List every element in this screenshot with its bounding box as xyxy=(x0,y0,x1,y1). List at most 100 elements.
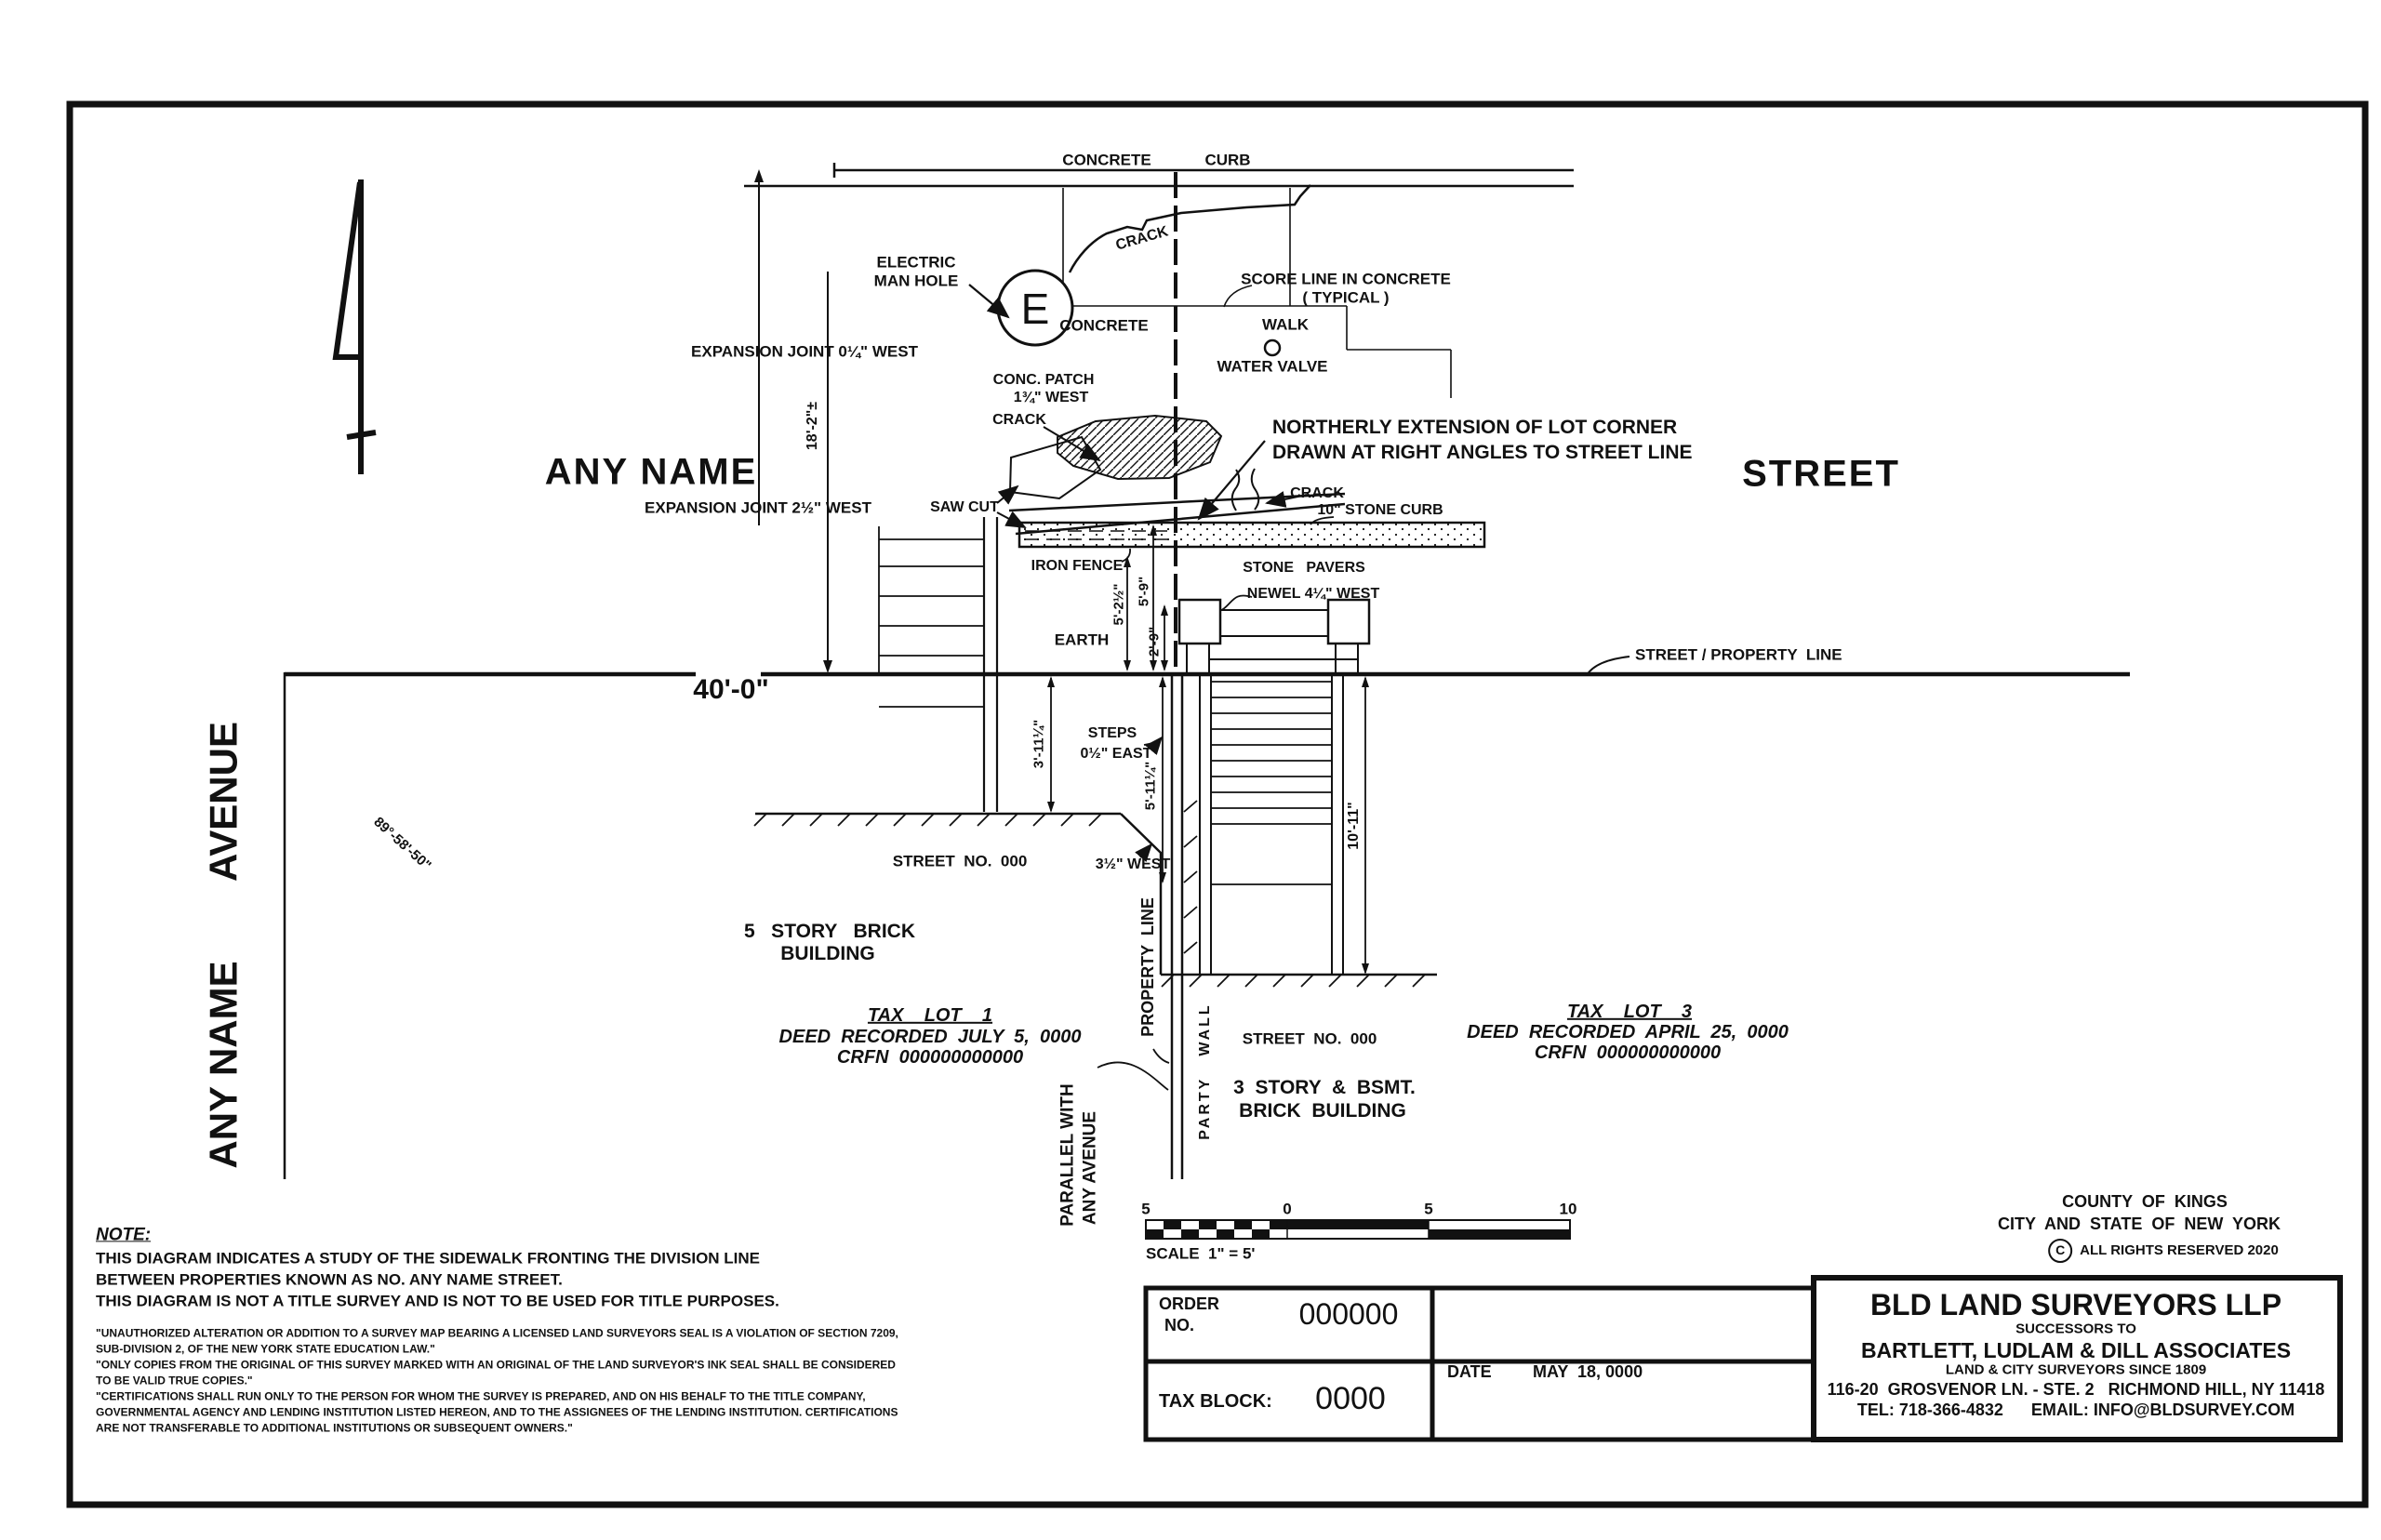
party-wall-label: PARTY WALL xyxy=(1197,1002,1214,1140)
newel-posts xyxy=(1177,598,1371,672)
dim-5-9-label: 5'-9" xyxy=(1136,576,1152,607)
score-line-label-1: SCORE LINE IN CONCRETE xyxy=(1241,270,1451,288)
company-since: LAND & CITY SURVEYORS SINCE 1809 xyxy=(1945,1361,2207,1378)
northerly-label-2: DRAWN AT RIGHT ANGLES TO STREET LINE xyxy=(1272,442,1693,464)
bldg3-label-1: 3 STORY & BSMT. xyxy=(1233,1077,1416,1099)
concrete-top-label: CONCRETE xyxy=(1062,151,1151,169)
bldg5-label-1: 5 STORY BRICK xyxy=(744,921,915,943)
conc-patch-label-1: CONC. PATCH xyxy=(992,372,1095,389)
manhole-e-glyph: E xyxy=(1020,285,1050,334)
manhole-leader xyxy=(968,284,1010,319)
note-title: NOTE: xyxy=(96,1225,152,1245)
conc-patch-label-2: 1¾" WEST xyxy=(1013,390,1089,406)
title-block-borders xyxy=(1143,1275,2343,1442)
dim-18-2-label: 18'-2"± xyxy=(805,401,821,451)
fine-print-5: "CERTIFICATIONS SHALL RUN ONLY TO THE PE… xyxy=(96,1389,866,1403)
crack-patch-label: CRACK xyxy=(992,412,1046,429)
tax-lot-3-title: TAX LOT 3 xyxy=(1566,1001,1693,1022)
expansion-joint-a-label: EXPANSION JOINT 0¼" WEST xyxy=(691,342,918,361)
scale-tick-10: 10 xyxy=(1559,1200,1577,1218)
avenue-word-label: AVENUE xyxy=(201,722,246,882)
fine-print-6: GOVERNMENTAL AGENCY AND LENDING INSTITUT… xyxy=(96,1405,898,1419)
note-line-2: BETWEEN PROPERTIES KNOWN AS NO. ANY NAME… xyxy=(96,1270,563,1289)
newel-label: NEWEL 4¼" WEST xyxy=(1246,586,1380,603)
iron-fence-lines xyxy=(878,517,999,812)
crack-curb-label: CRACK xyxy=(1290,485,1344,502)
fine-print-3: "ONLY COPIES FROM THE ORIGINAL OF THIS S… xyxy=(96,1358,896,1372)
street-no-1-label: STREET NO. 000 xyxy=(892,852,1028,870)
scale-tick-0: 0 xyxy=(1283,1200,1292,1218)
date-label: DATE xyxy=(1447,1361,1492,1381)
fine-print-4: TO BE VALID TRUE COPIES." xyxy=(96,1374,253,1387)
street-label: STREET xyxy=(1742,453,1900,495)
fine-print-1: "UNAUTHORIZED ALTERATION OR ADDITION TO … xyxy=(96,1326,898,1340)
scale-bar xyxy=(1145,1219,1571,1240)
walk-label: WALK xyxy=(1261,315,1310,334)
dim-18-2-line xyxy=(823,272,832,673)
tax-lot-1-crfn: CRFN 000000000000 xyxy=(836,1046,1024,1068)
dim-5-11-label: 5'-11¼" xyxy=(1142,761,1159,811)
water-valve-label: WATER VALVE xyxy=(1217,357,1328,376)
north-arrow-icon xyxy=(332,179,377,474)
sheet-border xyxy=(66,100,2369,1508)
note-line-3: THIS DIAGRAM IS NOT A TITLE SURVEY AND I… xyxy=(96,1292,779,1310)
parallel-label-2: ANY AVENUE xyxy=(1080,1110,1100,1226)
dim-2-9-label: 2'-9" xyxy=(1146,626,1163,657)
any-name-street-label: ANY NAME xyxy=(544,451,758,493)
company-name: BLD LAND SURVEYORS LLP xyxy=(1869,1288,2282,1322)
northerly-leader xyxy=(1197,440,1266,521)
northerly-label-1: NORTHERLY EXTENSION OF LOT CORNER xyxy=(1272,417,1678,439)
tax-lot-3-deed: DEED RECORDED APRIL 25, 0000 xyxy=(1467,1021,1789,1042)
order-number-value: 000000 xyxy=(1298,1297,1399,1332)
curb-lines xyxy=(744,163,1574,188)
concrete-patch xyxy=(996,414,1346,536)
parallel-label-1: PARALLEL WITH xyxy=(1057,1083,1078,1227)
iron-fence-label: IRON FENCE xyxy=(1031,558,1124,575)
saw-cut-label: SAW CUT xyxy=(930,499,999,516)
copyright-text: ALL RIGHTS RESERVED 2020 xyxy=(2080,1241,2279,1258)
tax-lot-1-title: TAX LOT 1 xyxy=(867,1004,993,1026)
street-no-3-label: STREET NO. 000 xyxy=(1242,1029,1377,1048)
tax-lot-3-crfn: CRFN 000000000000 xyxy=(1534,1042,1722,1063)
bldg3-label-2: BRICK BUILDING xyxy=(1239,1100,1406,1122)
stone-curb-label: 10" STONE CURB xyxy=(1317,502,1443,519)
steps-label-2: 0½" EAST xyxy=(1080,746,1152,763)
county-label-2: CITY AND STATE OF NEW YORK xyxy=(1997,1214,2281,1233)
electric-manhole-label-1: ELECTRIC xyxy=(876,253,956,272)
copyright-line: C ALL RIGHTS RESERVED 2020 xyxy=(2048,1239,2279,1263)
any-name-word-label: ANY NAME xyxy=(201,961,246,1169)
county-label-1: COUNTY OF KINGS xyxy=(2062,1191,2228,1211)
order-label-2: NO. xyxy=(1164,1315,1195,1334)
tax-block-value: 0000 xyxy=(1315,1380,1386,1416)
note-line-1: THIS DIAGRAM INDICATES A STUDY OF THE SI… xyxy=(96,1249,761,1268)
concrete-mid-label: CONCRETE xyxy=(1059,316,1149,335)
crack-at-curb xyxy=(1230,468,1308,511)
score-lines xyxy=(1000,188,1452,398)
company-contact: TEL: 718-366-4832 EMAIL: INFO@BLDSURVEY.… xyxy=(1856,1400,2295,1419)
stoop-stairs xyxy=(1199,674,1344,975)
company-successors: SUCCESSORS TO xyxy=(2015,1321,2136,1337)
curb-top-label: CURB xyxy=(1204,151,1251,169)
earth-label: EARTH xyxy=(1054,631,1110,649)
street-property-line xyxy=(285,656,2130,677)
water-valve-icon xyxy=(1263,339,1282,357)
electric-manhole-label-2: MAN HOLE xyxy=(873,272,959,290)
crack-line-top xyxy=(1068,184,1311,273)
company-address: 116-20 GROSVENOR LN. - STE. 2 RICHMOND H… xyxy=(1827,1379,2325,1399)
expansion-joint-a-line xyxy=(754,169,764,525)
stone-curb-band xyxy=(1018,516,1486,563)
bldg5-label-2: BUILDING xyxy=(780,943,875,965)
dim-5-2-label: 5'-2½" xyxy=(1111,583,1127,626)
party-wall-lines xyxy=(1097,672,1198,1179)
fine-print-7: ARE NOT TRANSFERABLE TO ADDITIONAL INSTI… xyxy=(96,1421,573,1435)
expansion-joint-b-label: EXPANSION JOINT 2½" WEST xyxy=(645,498,871,517)
score-line-label-2: ( TYPICAL ) xyxy=(1302,288,1390,307)
dim-3-11-label: 3'-11¼" xyxy=(1031,719,1047,769)
tax-block-label: TAX BLOCK: xyxy=(1159,1390,1272,1412)
date-value: MAY 18, 0000 xyxy=(1533,1361,1643,1381)
dim-40-label: 40'-0" xyxy=(693,674,769,706)
scale-label: SCALE 1" = 5' xyxy=(1146,1244,1256,1263)
property-line-vert-label: PROPERTY LINE xyxy=(1137,897,1157,1037)
